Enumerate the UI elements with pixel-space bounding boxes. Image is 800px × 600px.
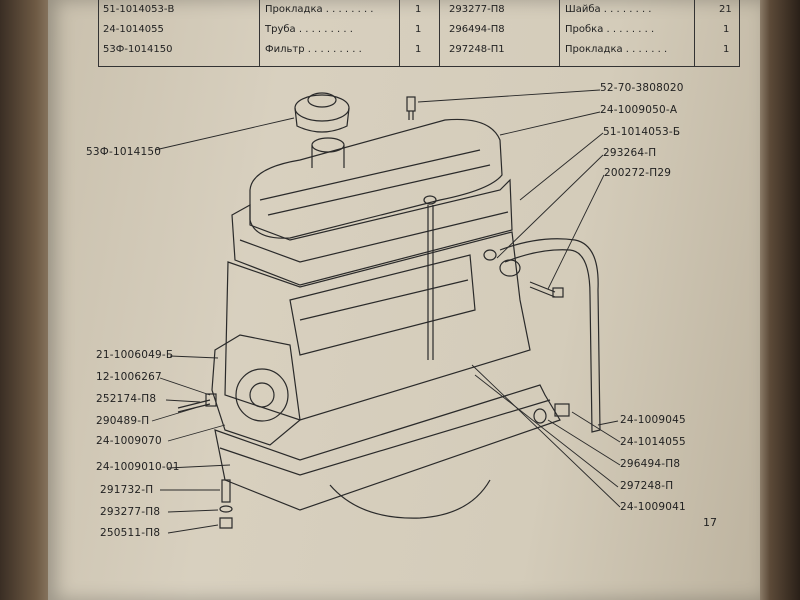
callout-label: 291732-П [100,484,154,496]
filler-neck [311,137,345,168]
callout-label: 24-1009010-01 [96,461,180,473]
table-cell-name: Шайба . . . . . . . . [565,4,652,15]
table-cell-name: Прокладка . . . . . . . [565,44,668,55]
small-fasteners [177,393,233,529]
table-cell-qty: 1 [723,24,730,35]
table-cell-code: 51-1014053-В [103,4,175,15]
cylinder-head [231,178,513,286]
callout-label: 200272-П29 [604,167,672,179]
table-cell-qty: 1 [415,24,422,35]
temperature-sensor [406,96,416,120]
table-cell-code: 53Ф-1014150 [103,44,173,55]
callout-label: 24-1009045 [620,414,686,426]
callout-label: 250511-П8 [100,527,161,539]
table-divider [399,0,400,66]
engine-block [224,231,531,421]
oil-pan [214,384,561,519]
table-cell-name: Фильтр . . . . . . . . . [265,44,362,55]
callout-label: 24-1009070 [96,435,162,447]
callout-label: 293277-П8 [100,506,161,518]
dipstick [423,195,437,360]
table-cell-qty: 21 [719,4,732,15]
callout-label: 24-1009041 [620,501,686,513]
callout-label: 293264-П [603,147,657,159]
callout-label: 24-1009050-А [600,104,678,116]
table-divider [439,0,440,66]
parts-table: 51-1014053-В Прокладка . . . . . . . . 1… [98,0,740,67]
leader-lines [151,89,621,534]
table-cell-name: Прокладка . . . . . . . . [265,4,374,15]
callout-label: 297248-П [620,480,674,492]
callout-label: 252174-П8 [96,393,157,405]
callout-label: 24-1014055 [620,436,686,448]
oil-filler-cap [294,92,350,133]
table-cell-code: 293277-П8 [449,4,505,15]
table-divider [259,0,260,66]
table-cell-qty: 1 [723,44,730,55]
valve-cover [249,118,503,239]
callout-label: 52-70-3808020 [600,82,684,94]
callout-label: 53Ф-1014150 [86,146,162,158]
table-divider [559,0,560,66]
callout-label: 21-1006049-Б [96,349,174,361]
catalog-page: 51-1014053-В Прокладка . . . . . . . . 1… [48,0,760,600]
table-cell-code: 296494-П8 [449,24,505,35]
callout-label: 290489-П [96,415,150,427]
table-divider [694,0,695,66]
table-cell-name: Труба . . . . . . . . . [265,24,353,35]
table-cell-qty: 1 [415,4,422,15]
timing-cover [211,334,301,446]
callout-label: 51-1014053-Б [603,126,681,138]
table-cell-code: 297248-П1 [449,44,505,55]
page-number: 17 [703,516,717,529]
callout-label: 296494-П8 [620,458,681,470]
table-cell-name: Пробка . . . . . . . . [565,24,655,35]
drain-plug [533,403,570,424]
callout-label: 12-1006267 [96,371,162,383]
table-cell-qty: 1 [415,44,422,55]
table-cell-code: 24-1014055 [103,24,164,35]
bolt [529,281,564,298]
